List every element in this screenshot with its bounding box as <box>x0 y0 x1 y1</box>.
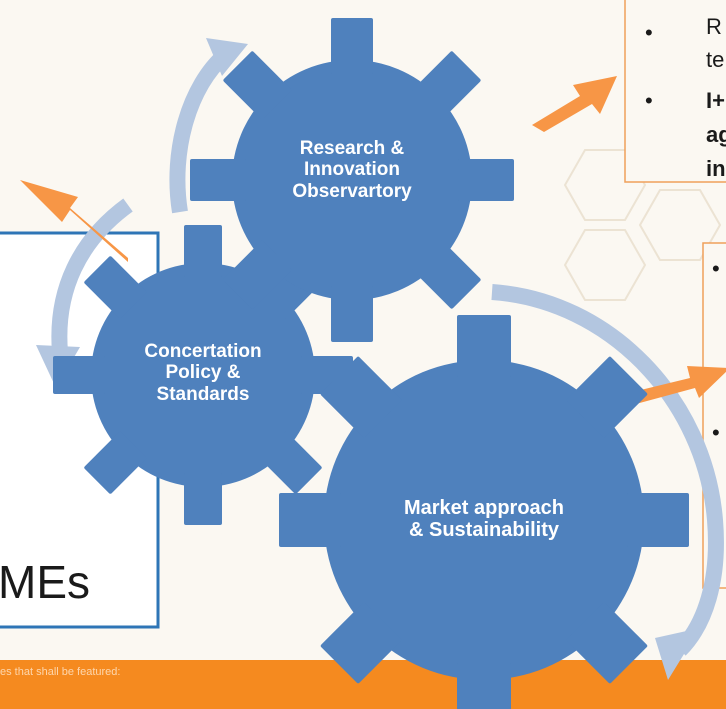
gear-label-line: Policy & <box>165 362 241 384</box>
bullet-icon: • <box>712 420 720 445</box>
gear-label-line: Concertation <box>144 341 262 362</box>
gear-label-market: Market approach & Sustainability <box>364 497 604 542</box>
gear-label-research: Research & Innovation Observartory <box>262 138 442 202</box>
gear-label-line: & Sustainability <box>408 519 560 542</box>
arrowhead-bottom-right <box>655 628 700 680</box>
gear-research <box>190 18 514 342</box>
gear-label-line: Observartory <box>292 180 412 202</box>
gear-label-concertation: Concertation Policy & Standards <box>113 341 293 405</box>
gear-label-line: Market approach <box>403 497 565 519</box>
left-box-text: MEs <box>0 556 90 608</box>
top-right-line-1: R <box>706 14 722 39</box>
gear-concertation <box>53 225 353 525</box>
bullet-icon: • <box>645 20 653 45</box>
top-right-content-box <box>624 0 726 183</box>
top-right-line-5: in <box>706 156 726 181</box>
curved-arrow-icon <box>51 48 724 656</box>
arrowhead-top <box>206 38 248 76</box>
gear-label-line: Research & <box>299 138 405 159</box>
bottom-band-text: es that shall be featured: <box>0 666 121 678</box>
bullet-icon: • <box>645 88 653 113</box>
top-right-line-3: I+ <box>706 88 725 113</box>
orange-arrow-left <box>20 180 128 262</box>
orange-arrow-top-right <box>532 76 617 132</box>
top-right-line-4: ag <box>706 122 726 147</box>
gear-market <box>279 315 689 709</box>
gear-label-line: Standards <box>156 383 250 405</box>
bullet-icon: • <box>712 256 720 281</box>
gear-label-line: Innovation <box>303 159 401 181</box>
top-right-line-2: te <box>706 47 725 72</box>
